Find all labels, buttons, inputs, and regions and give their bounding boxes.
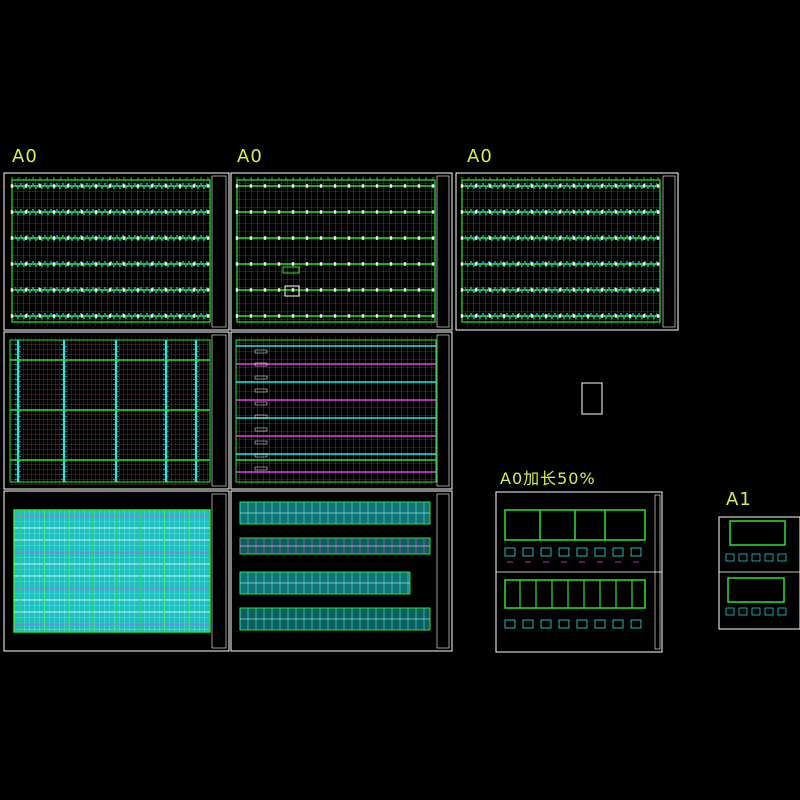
sheet-size-label-3: A0 bbox=[467, 146, 493, 167]
sheet-size-label-1: A0 bbox=[12, 146, 38, 167]
title-block bbox=[211, 175, 227, 328]
sheet8-detail-content bbox=[504, 509, 646, 629]
title-block bbox=[662, 175, 676, 328]
title-block bbox=[211, 334, 227, 487]
title-block bbox=[436, 175, 450, 328]
sheet-column-layout[interactable] bbox=[3, 331, 230, 490]
sheet-foundation-plan[interactable] bbox=[3, 490, 230, 652]
sheet2-member-rows bbox=[235, 177, 436, 323]
sheet5-member-rows bbox=[235, 339, 437, 483]
title-block bbox=[436, 493, 450, 649]
sheet7-elevation-strips bbox=[239, 501, 431, 631]
sheet-elevations[interactable] bbox=[230, 490, 453, 652]
title-block bbox=[436, 334, 450, 487]
sheet4-column-lines bbox=[9, 339, 211, 483]
sheet9-detail-content bbox=[725, 520, 787, 616]
small-legend-box[interactable] bbox=[581, 382, 603, 415]
sheet-frame-details[interactable] bbox=[495, 491, 663, 653]
sheet-roof-plan-1[interactable] bbox=[3, 172, 230, 331]
sheet6-grid-lines bbox=[14, 510, 210, 632]
sheet3-member-rows bbox=[460, 177, 661, 323]
sheet-size-label-4: A0加长50% bbox=[500, 469, 596, 488]
title-block bbox=[211, 493, 227, 649]
sheet-roof-plan-3[interactable] bbox=[455, 172, 679, 331]
sheet-size-label-5: A1 bbox=[726, 489, 752, 510]
sheet-purlin-layout[interactable] bbox=[230, 331, 453, 490]
sheet1-member-rows bbox=[10, 177, 211, 323]
sheet-size-label-2: A0 bbox=[237, 146, 263, 167]
sheet-a1-details[interactable] bbox=[718, 516, 800, 630]
sheet-roof-plan-2[interactable] bbox=[230, 172, 453, 331]
